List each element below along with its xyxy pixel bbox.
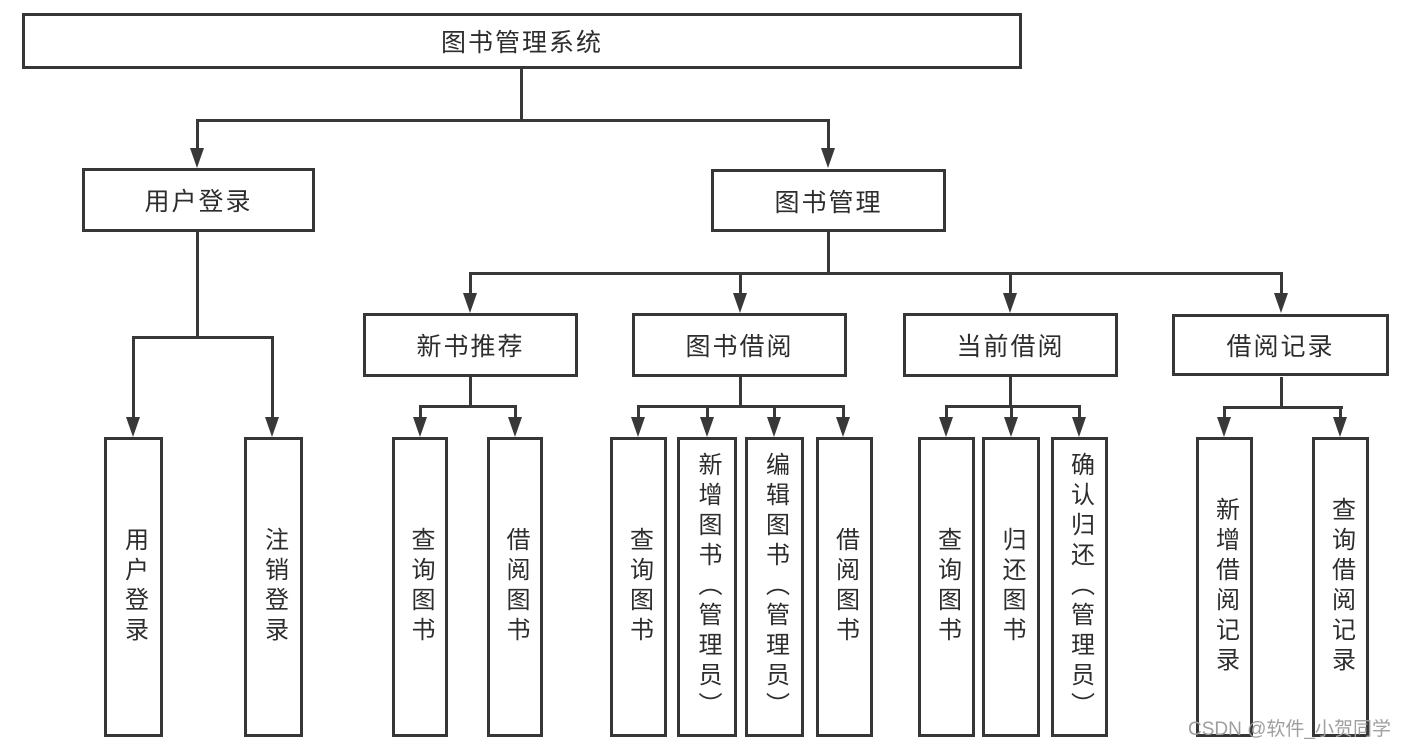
arrowhead-down-icon xyxy=(1072,417,1086,437)
connector-line xyxy=(827,119,830,150)
connector-line xyxy=(1223,406,1343,409)
connector-line xyxy=(196,232,199,338)
leaf-query-books-current: 查询图书 xyxy=(918,437,975,737)
node-book-borrow: 图书借阅 xyxy=(632,313,847,377)
connector-line xyxy=(419,405,422,418)
leaf-label: 借阅图书 xyxy=(831,527,859,647)
connector-line xyxy=(469,272,472,295)
leaf-label: 编辑图书（管理员） xyxy=(761,452,789,722)
node-root-label: 图书管理系统 xyxy=(440,29,603,57)
connector-line xyxy=(520,68,523,121)
connector-line xyxy=(1339,406,1342,418)
connector-line xyxy=(1223,406,1226,418)
node-current-borrow: 当前借阅 xyxy=(903,313,1118,377)
connector-line xyxy=(1009,377,1012,407)
leaf-label: 注销登录 xyxy=(260,527,288,647)
leaf-label: 确认归还（管理员） xyxy=(1066,452,1094,722)
connector-line xyxy=(1280,377,1283,408)
leaf-query-books-borrow: 查询图书 xyxy=(610,437,667,737)
leaf-label: 查询图书 xyxy=(407,527,434,647)
leaf-label: 用户登录 xyxy=(120,527,148,647)
connector-line xyxy=(1009,272,1012,295)
connector-line xyxy=(196,119,199,150)
arrowhead-down-icon xyxy=(700,417,714,437)
arrowhead-down-icon xyxy=(836,417,850,437)
leaf-label: 查询借阅记录 xyxy=(1327,497,1355,677)
leaf-query-borrow-record: 查询借阅记录 xyxy=(1312,437,1369,737)
node-new-book-recommend-label: 新书推荐 xyxy=(416,333,525,361)
leaf-label: 查询图书 xyxy=(625,527,653,647)
node-borrow-records: 借阅记录 xyxy=(1172,314,1389,376)
node-root: 图书管理系统 xyxy=(22,13,1022,69)
node-user-login-label: 用户登录 xyxy=(144,188,253,216)
arrowhead-down-icon xyxy=(767,417,781,437)
arrowhead-down-icon xyxy=(413,417,427,437)
connector-line xyxy=(706,405,709,418)
csdn-watermark: CSDN @软件_小贺同学 xyxy=(1188,719,1391,740)
leaf-label: 新增借阅记录 xyxy=(1211,497,1239,677)
arrowhead-down-icon xyxy=(508,417,522,437)
leaf-logout: 注销登录 xyxy=(244,437,303,737)
connector-line xyxy=(842,405,845,418)
connector-line xyxy=(773,405,776,418)
arrowhead-down-icon xyxy=(733,293,747,313)
connector-line xyxy=(196,119,830,122)
connector-line xyxy=(419,405,517,408)
leaf-return-books: 归还图书 xyxy=(982,437,1040,737)
leaf-add-books-admin: 新增图书（管理员） xyxy=(677,437,737,737)
leaf-edit-books-admin: 编辑图书（管理员） xyxy=(745,437,804,737)
connector-line xyxy=(271,336,274,418)
arrowhead-down-icon xyxy=(939,417,953,437)
leaf-label: 借阅图书 xyxy=(502,527,529,647)
connector-line xyxy=(827,232,830,274)
node-book-management: 图书管理 xyxy=(711,169,946,232)
connector-line xyxy=(132,336,135,418)
arrowhead-down-icon xyxy=(1333,417,1347,437)
arrowhead-down-icon xyxy=(1004,417,1018,437)
connector-line xyxy=(469,272,1283,275)
connector-line xyxy=(945,405,1081,408)
node-user-login: 用户登录 xyxy=(82,168,315,232)
connector-line xyxy=(132,336,274,339)
arrowhead-down-icon xyxy=(463,293,477,313)
connector-line xyxy=(945,405,948,418)
node-book-borrow-label: 图书借阅 xyxy=(685,333,794,361)
connector-line xyxy=(1010,405,1013,418)
connector-line xyxy=(1078,405,1081,418)
arrowhead-down-icon xyxy=(265,417,279,437)
connector-line xyxy=(739,377,742,407)
node-borrow-records-label: 借阅记录 xyxy=(1226,333,1335,361)
connector-line xyxy=(469,377,472,407)
arrowhead-down-icon xyxy=(126,417,140,437)
leaf-label: 归还图书 xyxy=(998,527,1025,647)
leaf-borrow-books: 借阅图书 xyxy=(816,437,873,737)
leaf-confirm-return-admin: 确认归还（管理员） xyxy=(1051,437,1108,737)
leaf-add-borrow-record: 新增借阅记录 xyxy=(1196,437,1253,737)
arrowhead-down-icon xyxy=(631,417,645,437)
leaf-borrow-books-recommend: 借阅图书 xyxy=(487,437,543,737)
connector-line xyxy=(739,272,742,295)
arrowhead-down-icon xyxy=(190,148,204,168)
connector-line xyxy=(637,405,845,408)
node-new-book-recommend: 新书推荐 xyxy=(363,313,578,377)
leaf-query-books-recommend: 查询图书 xyxy=(392,437,448,737)
connector-line xyxy=(1280,272,1283,295)
connector-line xyxy=(637,405,640,418)
connector-line xyxy=(514,405,517,418)
arrowhead-down-icon xyxy=(821,148,835,168)
node-book-management-label: 图书管理 xyxy=(774,188,883,217)
arrowhead-down-icon xyxy=(1274,293,1288,313)
arrowhead-down-icon xyxy=(1217,417,1231,437)
node-current-borrow-label: 当前借阅 xyxy=(956,333,1065,361)
leaf-label: 查询图书 xyxy=(933,527,961,647)
leaf-user-login: 用户登录 xyxy=(104,437,163,737)
arrowhead-down-icon xyxy=(1003,293,1017,313)
leaf-label: 新增图书（管理员） xyxy=(694,452,721,722)
